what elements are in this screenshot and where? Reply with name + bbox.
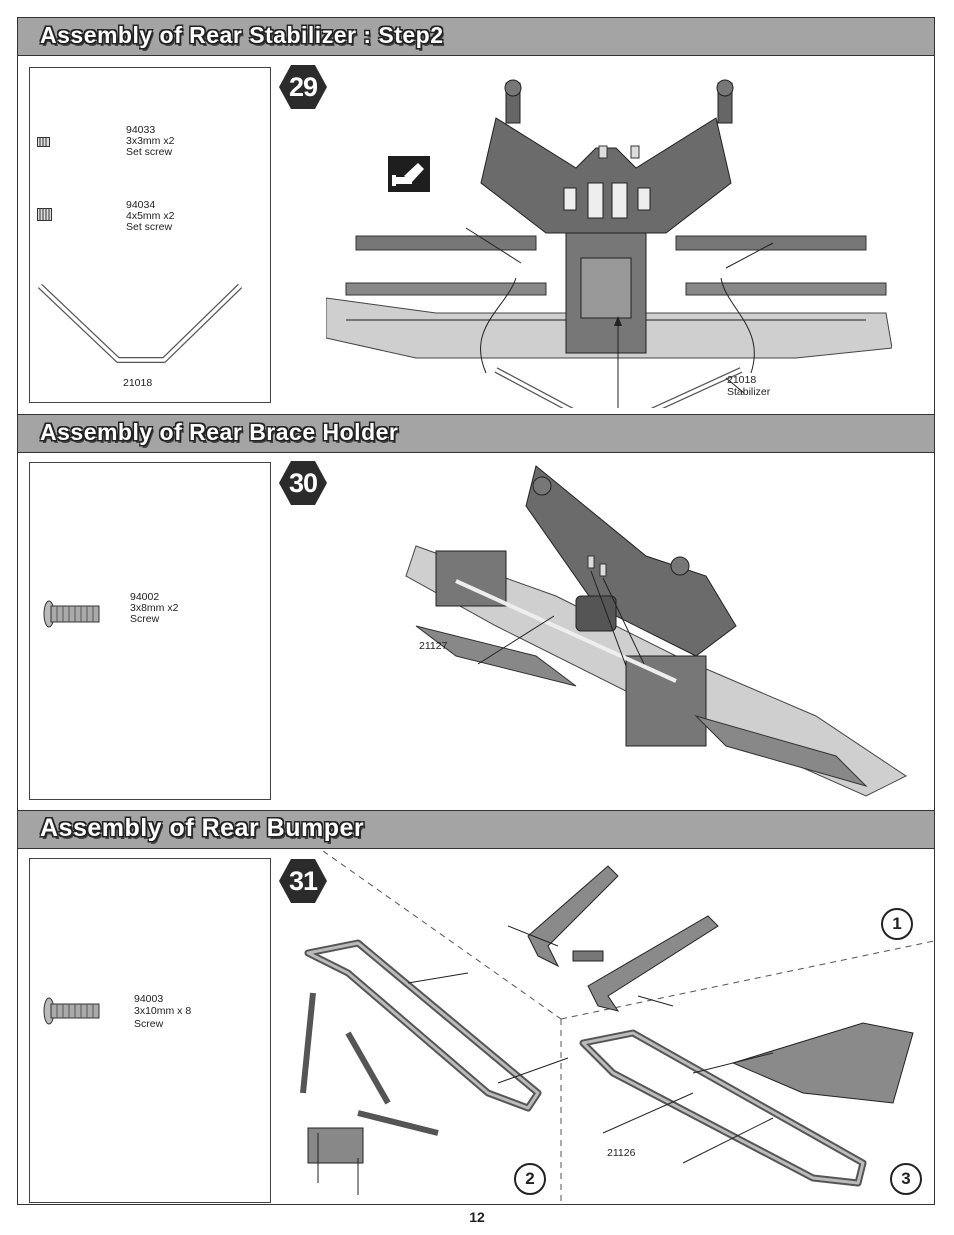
part-name: Screw	[130, 613, 160, 625]
part-code: 94034	[126, 199, 156, 211]
brace-holder-illustration	[405, 465, 907, 797]
sub-step-dividers	[322, 851, 934, 1206]
step-number: 29	[288, 72, 318, 102]
section-header-bumper: Assembly of Rear Bumper	[18, 811, 934, 849]
step-badge: 30	[278, 460, 328, 506]
sub-step-number: 1	[881, 908, 913, 940]
hex-badge-icon	[279, 461, 327, 505]
parts-box-brace-holder: 94002 3x8mm x2 Screw	[29, 462, 271, 800]
part-code: 94002	[130, 591, 160, 603]
sub-step-number: 2	[514, 1163, 546, 1195]
step-number: 31	[288, 866, 318, 896]
callout-code: 21126	[607, 1147, 636, 1159]
bumper-mount-illustration	[507, 865, 719, 1012]
part-name: Set screw	[126, 221, 173, 233]
callout-name: Stabilizer	[727, 386, 771, 398]
set-screw-icon	[37, 208, 52, 221]
part-code: 94033	[126, 124, 156, 136]
part-code: 94003	[134, 993, 164, 1005]
stabilizer-bar-drawing	[37, 283, 242, 363]
section-header-stabilizer: Assembly of Rear Stabilizer : Step2	[18, 18, 934, 56]
part-size: 3x8mm x2	[130, 602, 179, 614]
part-code: 21018	[123, 377, 153, 389]
sub-step-number: 3	[890, 1163, 922, 1195]
step-badge: 31	[278, 858, 328, 904]
hex-badge-icon	[279, 859, 327, 903]
manual-page: Assembly of Rear Stabilizer : Step2 9403…	[17, 17, 935, 1206]
threadlock-icon	[388, 156, 430, 192]
section-header-brace-holder: Assembly of Rear Brace Holder	[18, 415, 934, 453]
section-title: Assembly of Rear Bumper	[40, 814, 365, 842]
step-number: 30	[288, 468, 318, 498]
hex-badge-icon	[279, 65, 327, 109]
stabilizer-assembly-illustration	[326, 79, 892, 408]
parts-box-stabilizer: 94033 3x3mm x2 Set screw 94034 4x5mm x2 …	[29, 67, 271, 403]
screw-icon	[43, 600, 100, 628]
part-name: Screw	[134, 1018, 164, 1030]
part-size: 3x3mm x2	[126, 135, 175, 147]
step-badge: 29	[278, 64, 328, 110]
callout-code: 21127	[419, 640, 448, 652]
bumper-frame-illustration	[300, 939, 569, 1195]
part-name: Set screw	[126, 146, 173, 158]
bumper-assembled-illustration	[579, 1022, 914, 1187]
page-number: 12	[469, 1209, 485, 1225]
section-title: Assembly of Rear Stabilizer : Step2	[40, 22, 444, 48]
callout-code: 21018	[727, 374, 757, 386]
screw-icon	[43, 997, 100, 1025]
parts-box-bumper: 94003 3x10mm x 8 Screw	[29, 858, 271, 1203]
part-size: 4x5mm x2	[126, 210, 175, 222]
set-screw-icon	[37, 137, 50, 147]
part-size: 3x10mm x 8	[134, 1005, 192, 1017]
divider	[18, 810, 934, 811]
section-title: Assembly of Rear Brace Holder	[40, 419, 399, 445]
divider	[18, 414, 934, 415]
